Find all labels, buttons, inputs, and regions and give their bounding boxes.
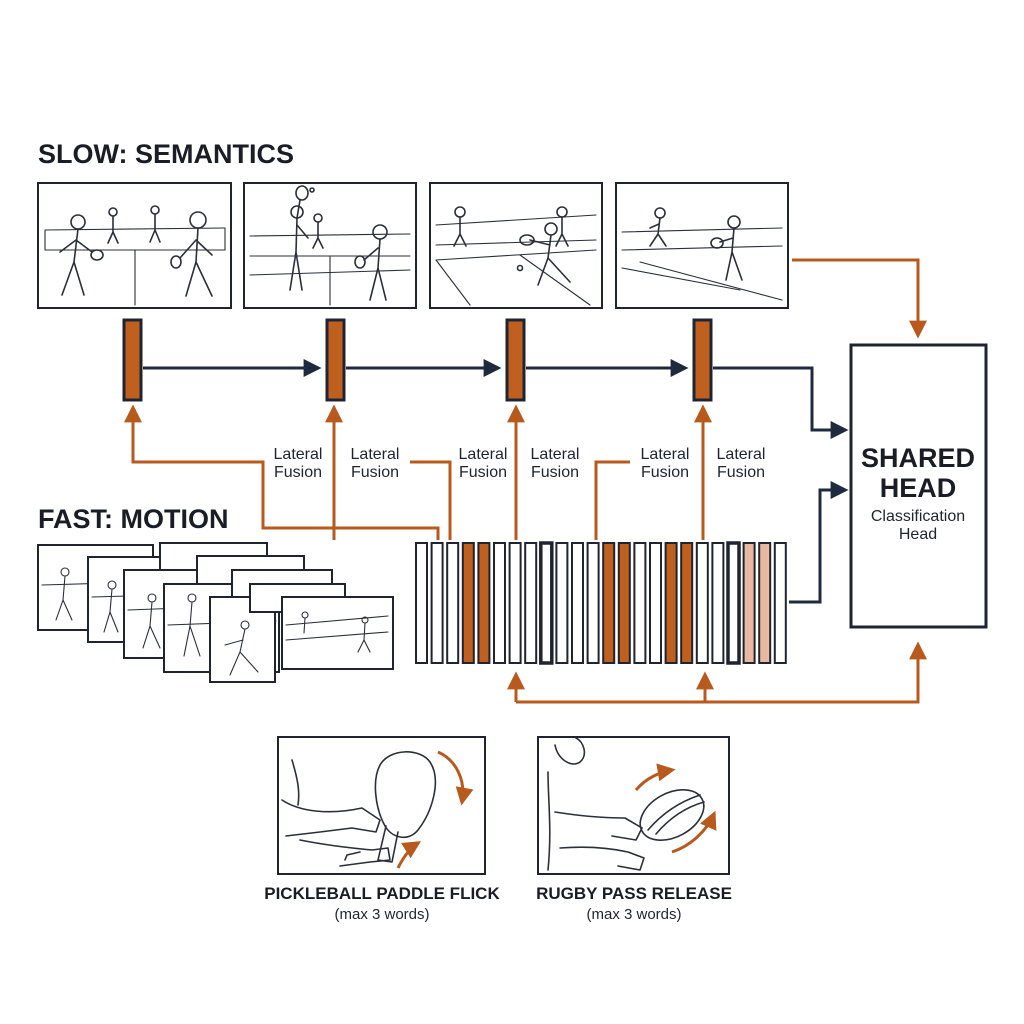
fast-bar bbox=[555, 542, 569, 664]
fast-bar-strip bbox=[415, 541, 787, 665]
fast-bar bbox=[680, 542, 694, 664]
rugby-player-icon bbox=[547, 737, 645, 871]
example-rugby-subtitle: (max 3 words) bbox=[586, 906, 681, 923]
slow-frame-2 bbox=[243, 182, 417, 309]
pickleball-player-icon bbox=[59, 205, 213, 297]
example-rugby: RUGBY PASS RELEASE (max 3 words) bbox=[536, 736, 732, 923]
fast-bar bbox=[695, 542, 709, 664]
slow-node-2 bbox=[325, 318, 346, 402]
curved-arrow-icon bbox=[634, 763, 676, 791]
slow-node-4 bbox=[692, 318, 713, 402]
fast-bar bbox=[539, 541, 554, 665]
fast-bar bbox=[617, 542, 631, 664]
slow-frame-4 bbox=[615, 182, 789, 309]
fast-bar bbox=[493, 542, 506, 664]
fast-bar bbox=[649, 542, 662, 664]
pickleball-player-icon bbox=[453, 206, 571, 286]
fast-bar bbox=[461, 542, 475, 664]
fast-frame-stack bbox=[37, 542, 394, 683]
slow-frame-3 bbox=[429, 182, 603, 309]
fast-bar bbox=[415, 542, 428, 664]
fast-bar bbox=[602, 542, 616, 664]
fast-bar bbox=[726, 541, 741, 665]
slow-frame-1 bbox=[37, 182, 232, 309]
fast-bar bbox=[430, 542, 444, 664]
pickleball-player-icon bbox=[289, 185, 388, 301]
example-rugby-title: RUGBY PASS RELEASE bbox=[536, 884, 732, 903]
bottom-feedback-arrows bbox=[507, 641, 927, 704]
curved-arrow-icon bbox=[671, 810, 717, 854]
slow-temporal-arrows bbox=[143, 359, 849, 439]
rugby-ball-icon bbox=[639, 789, 705, 841]
fast-bar bbox=[664, 542, 678, 664]
fast-to-head-arrow bbox=[789, 481, 849, 604]
fast-bar bbox=[773, 542, 787, 664]
fast-bar bbox=[508, 542, 522, 664]
fast-bar bbox=[524, 542, 538, 664]
example-pickleball-subtitle: (max 3 words) bbox=[334, 906, 429, 923]
slow-node-3 bbox=[505, 318, 526, 402]
pickleball-paddle-icon bbox=[281, 751, 437, 867]
example-pickleball-title: PICKLEBALL PADDLE FLICK bbox=[264, 884, 500, 903]
fast-bar bbox=[477, 542, 491, 664]
fast-bar bbox=[571, 542, 584, 664]
fast-pathway-title: FAST: MOTION bbox=[38, 504, 229, 534]
fast-bar bbox=[758, 542, 772, 664]
lateral-fusion-arrows bbox=[124, 404, 712, 540]
fast-bar bbox=[742, 542, 756, 664]
curved-arrow-icon bbox=[437, 750, 474, 806]
pickleball-player-icon bbox=[649, 207, 743, 281]
fast-bar bbox=[633, 542, 647, 664]
fast-bar bbox=[711, 542, 725, 664]
example-pickleball: PICKLEBALL PADDLE FLICK (max 3 words) bbox=[264, 736, 500, 923]
slow-node-1 bbox=[122, 318, 143, 402]
slow-frame-to-head-arrow bbox=[792, 258, 927, 339]
fast-bar bbox=[586, 542, 600, 664]
fast-bar bbox=[446, 542, 460, 664]
slow-pathway-title: SLOW: SEMANTICS bbox=[38, 139, 294, 169]
fast-frame bbox=[281, 596, 394, 670]
curved-arrow-icon bbox=[396, 841, 422, 869]
